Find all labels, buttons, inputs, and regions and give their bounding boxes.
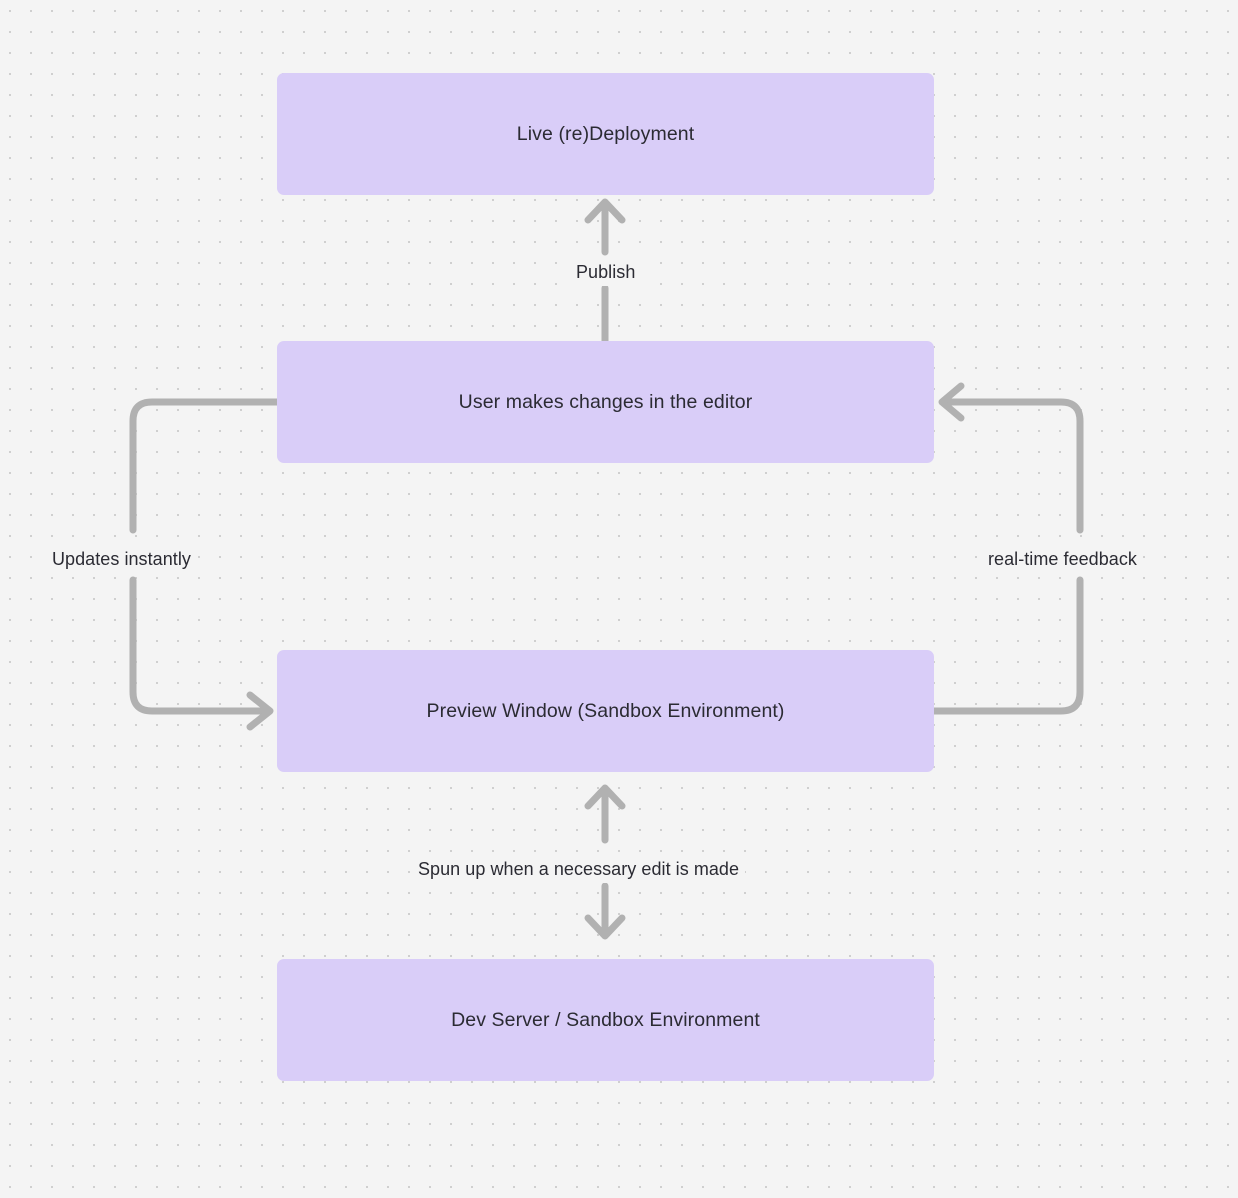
- node-preview-window[interactable]: Preview Window (Sandbox Environment): [277, 650, 934, 772]
- node-live-redeployment-label: Live (re)Deployment: [516, 122, 695, 145]
- edge-label-updates-instantly: Updates instantly: [46, 546, 197, 574]
- node-preview-window-label: Preview Window (Sandbox Environment): [426, 699, 785, 722]
- node-live-redeployment[interactable]: Live (re)Deployment: [277, 73, 934, 195]
- edge-label-spun-up: Spun up when a necessary edit is made: [412, 856, 746, 884]
- edge-label-publish: Publish: [570, 259, 642, 287]
- node-user-makes-changes-label: User makes changes in the editor: [458, 390, 753, 413]
- node-dev-server-label: Dev Server / Sandbox Environment: [451, 1008, 760, 1031]
- node-user-makes-changes[interactable]: User makes changes in the editor: [277, 341, 934, 463]
- edge-label-real-time-feedback: real-time feedback: [982, 546, 1143, 574]
- node-dev-server[interactable]: Dev Server / Sandbox Environment: [277, 959, 934, 1081]
